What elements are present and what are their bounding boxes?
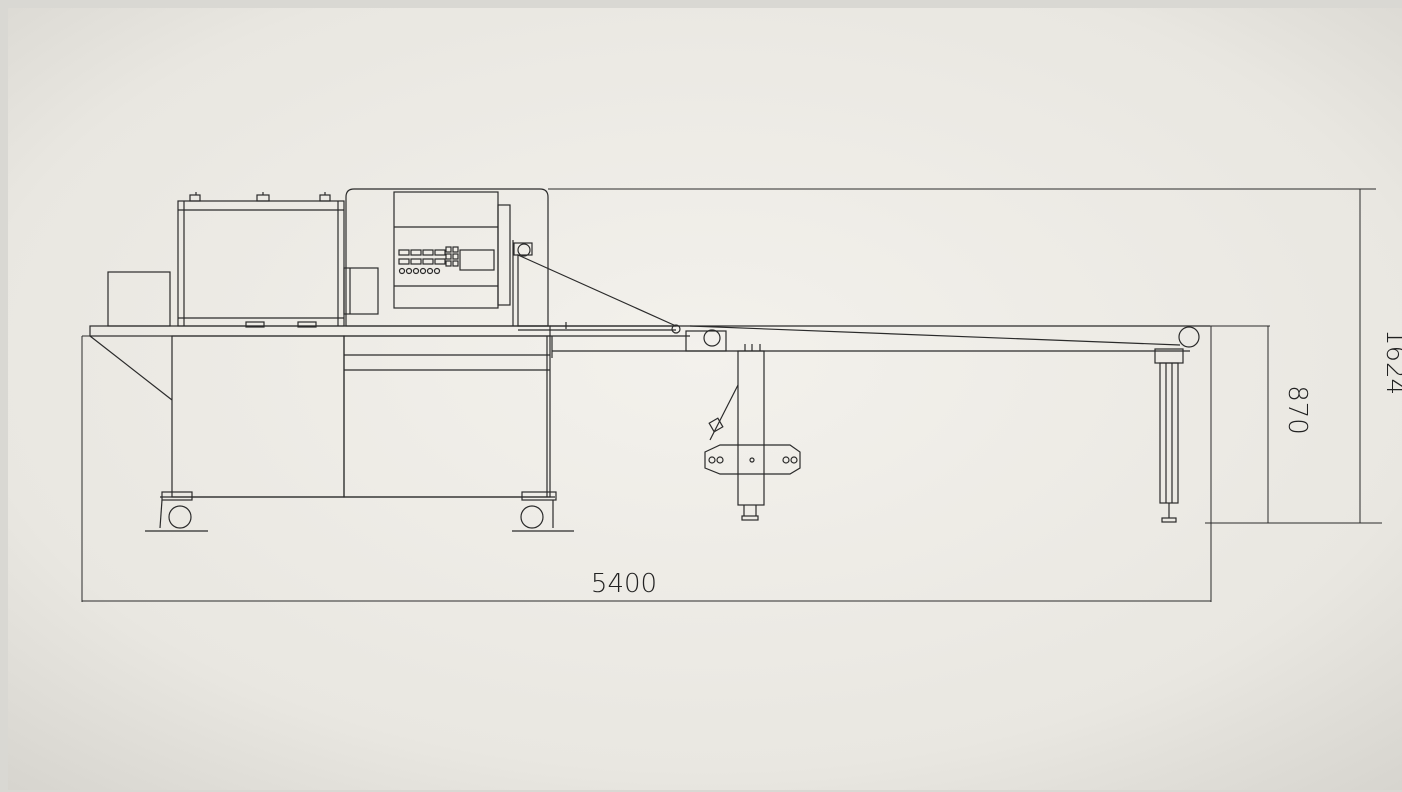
transfer-chute — [343, 267, 379, 315]
right-caster — [512, 491, 574, 532]
length-dimension-label: 5400 — [591, 569, 657, 599]
paper-sheet — [8, 8, 1402, 790]
machine-outline — [89, 188, 1210, 532]
control-panel-keypad — [398, 246, 495, 275]
control-head — [345, 188, 549, 327]
right-support-leg — [1154, 348, 1184, 523]
outfeed-conveyor — [550, 322, 1210, 358]
middle-support-stand — [704, 350, 801, 521]
dimension-lines — [81, 188, 1382, 602]
left-caster — [145, 491, 208, 532]
table-height-dimension-label: 870 — [1282, 385, 1312, 435]
height-dimension-label: 1624 — [1380, 329, 1402, 395]
main-cabinet — [89, 325, 555, 498]
